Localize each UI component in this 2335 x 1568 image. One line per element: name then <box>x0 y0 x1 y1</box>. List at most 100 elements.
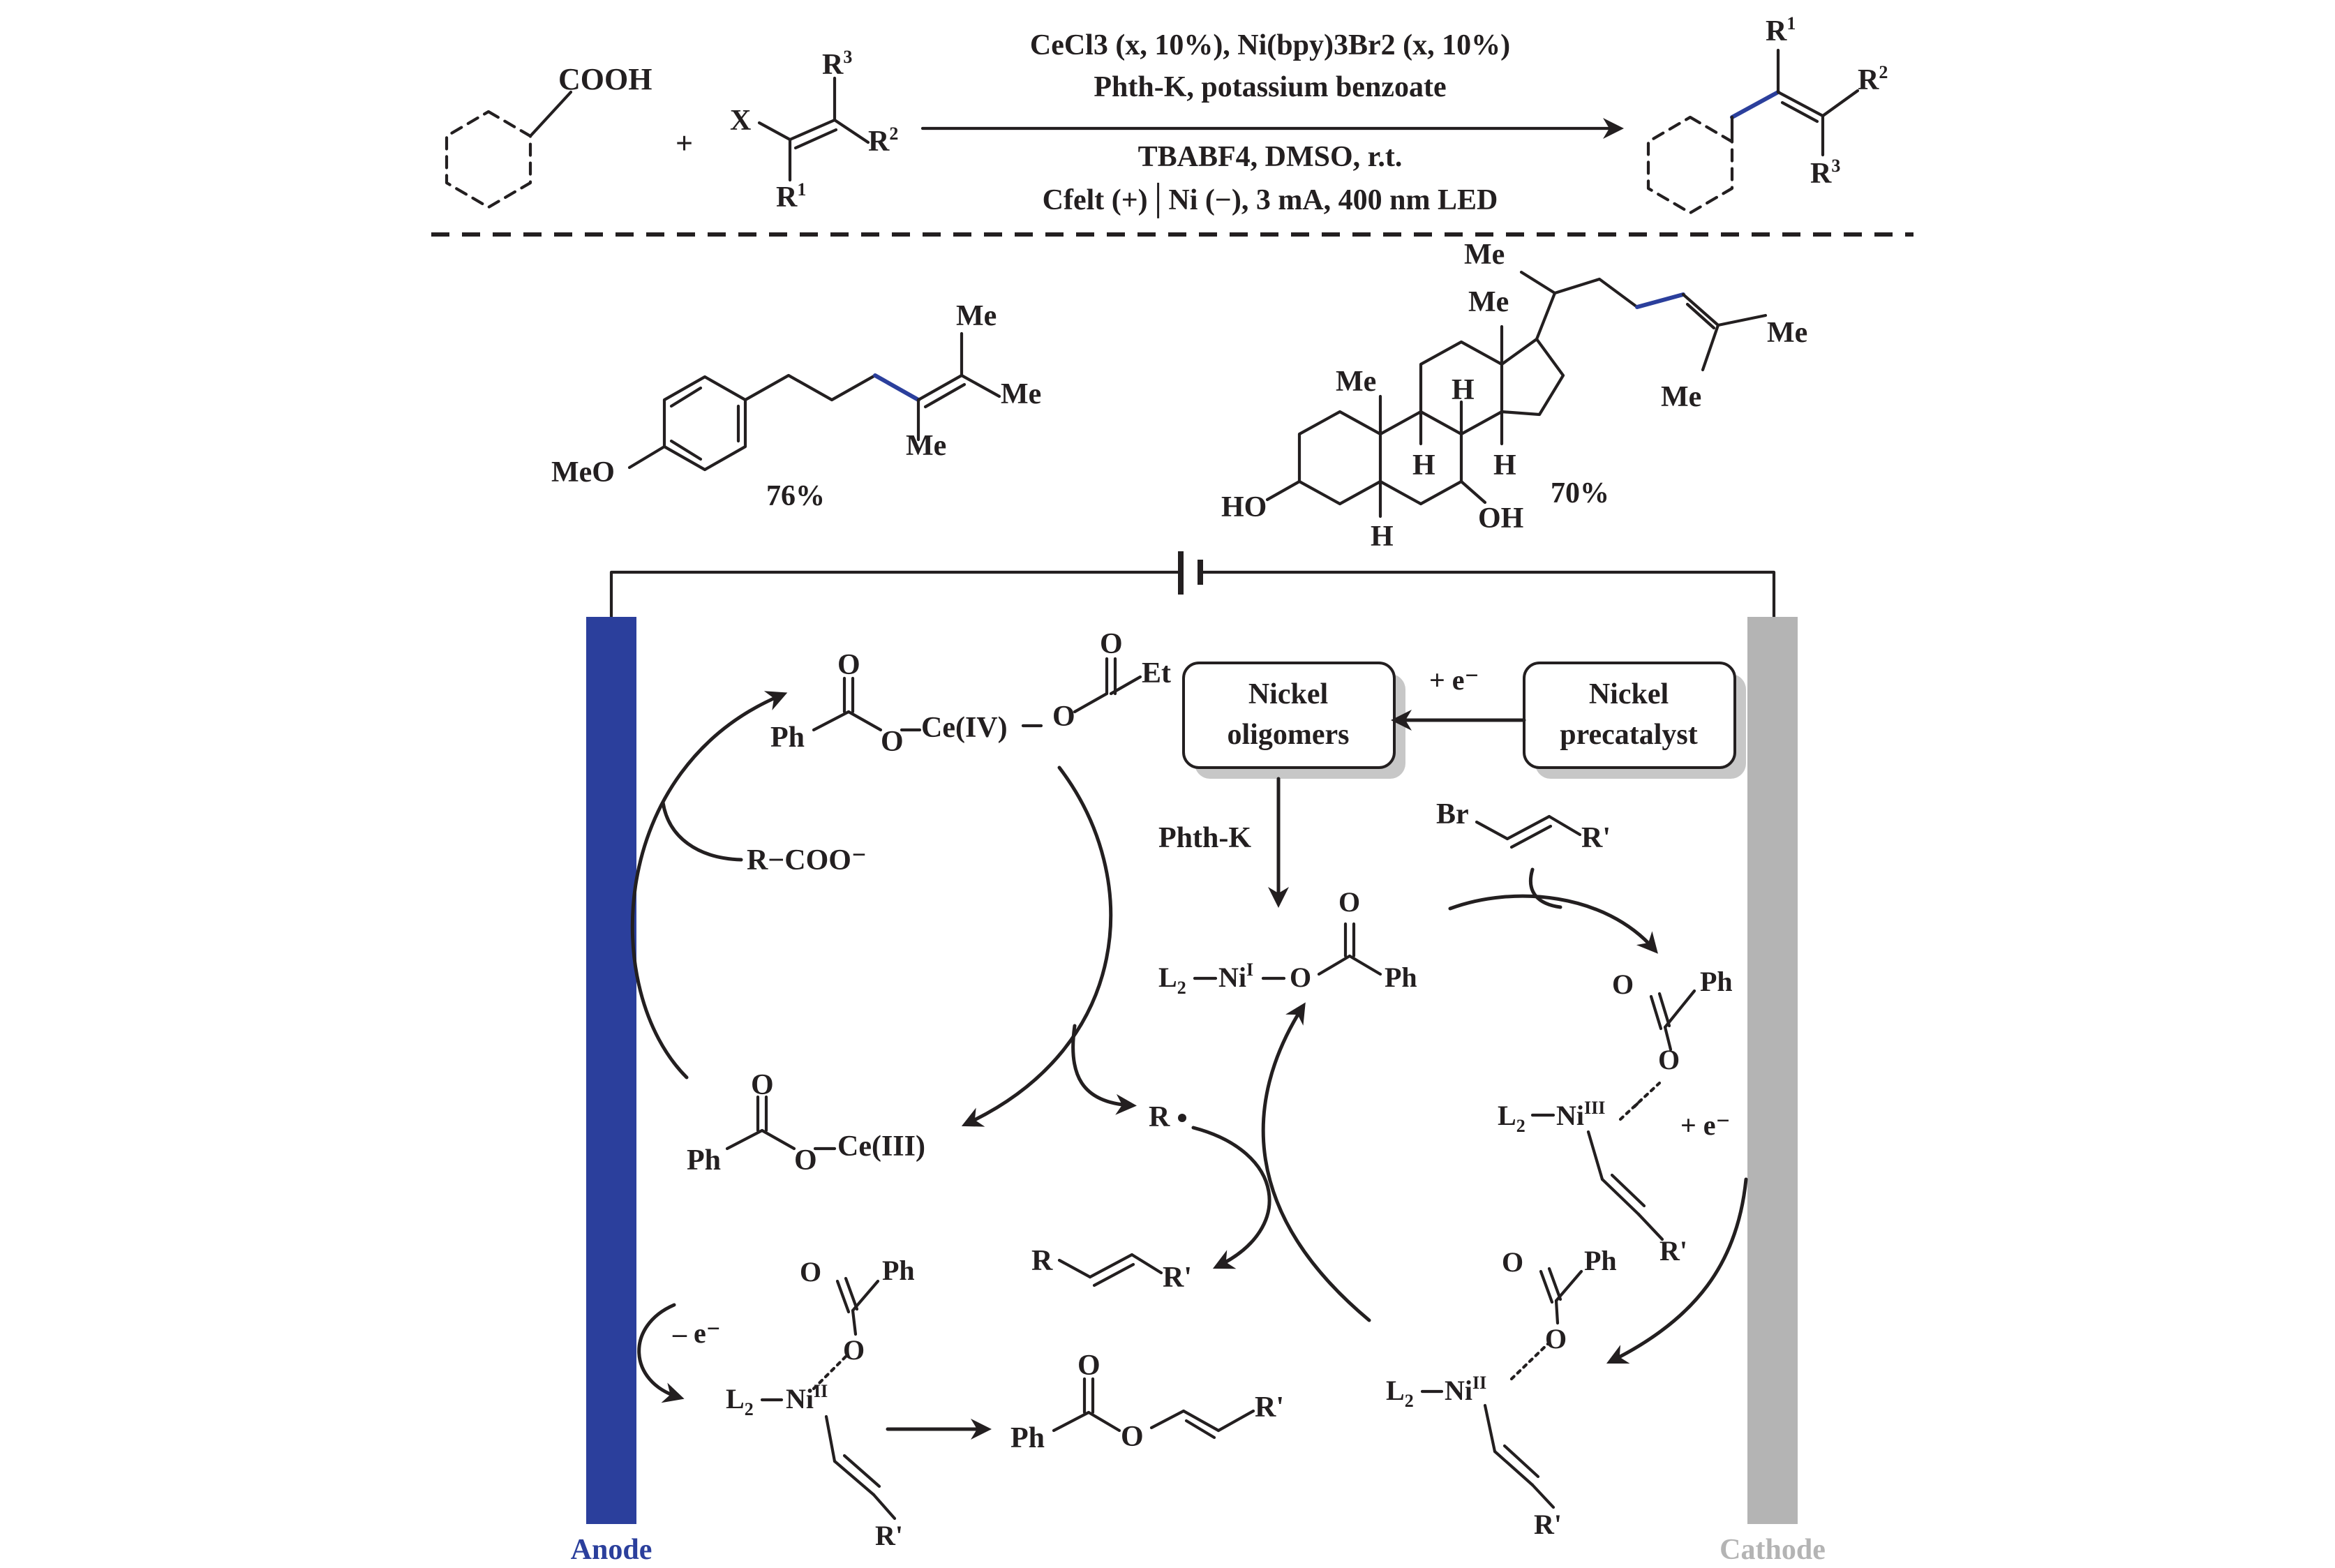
product-alkene <box>1646 48 1860 215</box>
conditions-line3: TBABF4, DMSO, r.t. <box>1138 141 1403 173</box>
anode-electrode <box>586 617 636 1524</box>
ni-iii-o-carbonyl: O <box>1612 969 1634 1000</box>
ni-iii-metal: NiIII <box>1556 1098 1605 1131</box>
vinyl-halide <box>757 76 870 182</box>
x-label: X <box>730 105 751 137</box>
coupled-alkene-r-prime: R' <box>1163 1262 1192 1294</box>
ni-i-o-carbonyl: O <box>1338 886 1360 918</box>
h-c14: H <box>1493 449 1516 481</box>
me-bottom-1: Me <box>906 430 946 462</box>
nickel-precatalyst-box <box>1523 662 1746 779</box>
ni-ii-left-r: R' <box>875 1520 903 1551</box>
ni-iii-o-ester: O <box>1658 1044 1680 1075</box>
carboxylate: R−COO⁻ <box>747 844 867 876</box>
ce-iv-o-carbonyl: O <box>837 649 860 681</box>
nickel-oligomers-box <box>1182 662 1405 779</box>
h-c8: H <box>1452 374 1475 406</box>
anode-label: Anode <box>571 1534 652 1566</box>
arrow-carboxylate-in <box>661 800 743 862</box>
arrow-radical-capture <box>1191 1126 1271 1269</box>
h-c9: H <box>1412 449 1435 481</box>
me-right-1: Me <box>1001 378 1041 410</box>
ni-ii-right-ligand: L2 <box>1386 1375 1414 1411</box>
conditions-line2: Phth-K, potassium benzoate <box>1094 71 1446 103</box>
ni-i-ligand: L2 <box>1158 962 1186 998</box>
ce-iii-label: Ce(III) <box>837 1130 925 1163</box>
arrow-radical-out <box>1071 1024 1137 1115</box>
ni-iii-r: R' <box>1659 1235 1687 1267</box>
plus-sign: + <box>676 126 693 160</box>
acid-label: COOH <box>558 62 652 96</box>
enol-ester-r: R' <box>1255 1391 1284 1424</box>
ce-iv-o-ligand: O <box>1052 701 1075 733</box>
cyclohexane-acid <box>445 90 573 209</box>
me-bottom-2: Me <box>1661 381 1701 413</box>
example-product-1 <box>627 331 1001 472</box>
ni-ii-right-o-ester: O <box>1545 1323 1567 1354</box>
ni-i-metal: NiI <box>1218 960 1253 993</box>
bromine-label: Br <box>1436 798 1469 830</box>
minus-e-label: – e⁻ <box>672 1317 721 1349</box>
example-product-2 <box>1265 270 1768 518</box>
ce-iii-ph: Ph <box>687 1144 721 1177</box>
arrow-oxidative-addition <box>1448 894 1658 954</box>
me-right-2: Me <box>1767 317 1807 349</box>
cathode-label: Cathode <box>1719 1534 1826 1566</box>
enol-ester-o-carbonyl: O <box>1077 1350 1101 1382</box>
nickel-oligomers-line2: oligomers <box>1228 719 1350 751</box>
me-top-1: Me <box>956 300 997 332</box>
yield-2: 70% <box>1551 477 1609 509</box>
ni-iii-ligand: L2 <box>1498 1100 1525 1136</box>
r2-label: R2 <box>868 124 898 158</box>
arrow-anode-oxidation <box>637 1303 685 1403</box>
ho-group: HO <box>1221 491 1267 523</box>
ni-ii-right-o-carbonyl: O <box>1502 1246 1523 1278</box>
oh-group: OH <box>1478 502 1523 535</box>
coupled-alkene-r: R <box>1031 1245 1053 1277</box>
ni-ii-left-o-carbonyl: O <box>800 1256 821 1287</box>
enol-ester-ph: Ph <box>1010 1422 1045 1454</box>
ce-iv-o-ester: O <box>881 726 904 758</box>
ce-iv-o-top: O <box>1100 628 1123 660</box>
ni-ii-right-complex <box>1420 1267 1583 1509</box>
product-r3: R3 <box>1810 156 1840 190</box>
arrow-ce-oxidation <box>630 691 788 1080</box>
ni-ii-right-ph: Ph <box>1584 1245 1617 1276</box>
ce-iii-o-ester: O <box>794 1144 817 1177</box>
ni-ii-left-o-ester: O <box>843 1334 865 1366</box>
nickel-precatalyst-line1: Nickel <box>1589 678 1669 710</box>
nickel-oligomers-line1: Nickel <box>1248 678 1328 710</box>
ni-iii-ph: Ph <box>1700 966 1733 997</box>
ce-iv-ph: Ph <box>770 722 805 754</box>
vinyl-bromide <box>1475 814 1582 849</box>
me-c13: Me <box>1468 286 1509 318</box>
me-c10: Me <box>1336 366 1376 398</box>
arrow-ce-reduction <box>961 766 1113 1127</box>
coupled-alkene <box>1057 1253 1163 1287</box>
enol-ester-o: O <box>1121 1421 1144 1453</box>
conditions-line4: Cfelt (+)│Ni (−), 3 mA, 400 nm LED <box>1043 182 1498 218</box>
ni-i-complex <box>1193 922 1382 980</box>
ni-ii-left-metal: NiII <box>786 1381 828 1414</box>
r1-label: R1 <box>776 179 806 214</box>
vinyl-bromide-r: R' <box>1581 822 1611 854</box>
ni-iii-complex <box>1530 989 1696 1241</box>
r3-label: R3 <box>822 47 852 81</box>
nickel-precatalyst-line2: precatalyst <box>1560 719 1698 751</box>
ni-ii-right-metal: NiII <box>1445 1373 1486 1406</box>
enol-ester <box>1052 1377 1255 1440</box>
h-c5: H <box>1371 521 1394 553</box>
ce-iv-label: Ce(IV) <box>921 712 1008 744</box>
ni-ii-left-ligand: L2 <box>726 1383 754 1419</box>
yield-1: 76% <box>766 480 825 512</box>
alkyl-radical: R <box>1149 1101 1170 1133</box>
ni-i-o-ester: O <box>1290 962 1311 993</box>
ni-ii-right-r: R' <box>1534 1509 1562 1540</box>
ni-ii-left-ph: Ph <box>882 1255 915 1286</box>
product-r1: R1 <box>1766 13 1796 47</box>
ni-i-ph: Ph <box>1385 962 1417 993</box>
ce-iii-o-carbonyl: O <box>751 1069 774 1101</box>
ce-iv-complex <box>812 657 1142 732</box>
phth-k-label: Phth-K <box>1158 822 1251 854</box>
